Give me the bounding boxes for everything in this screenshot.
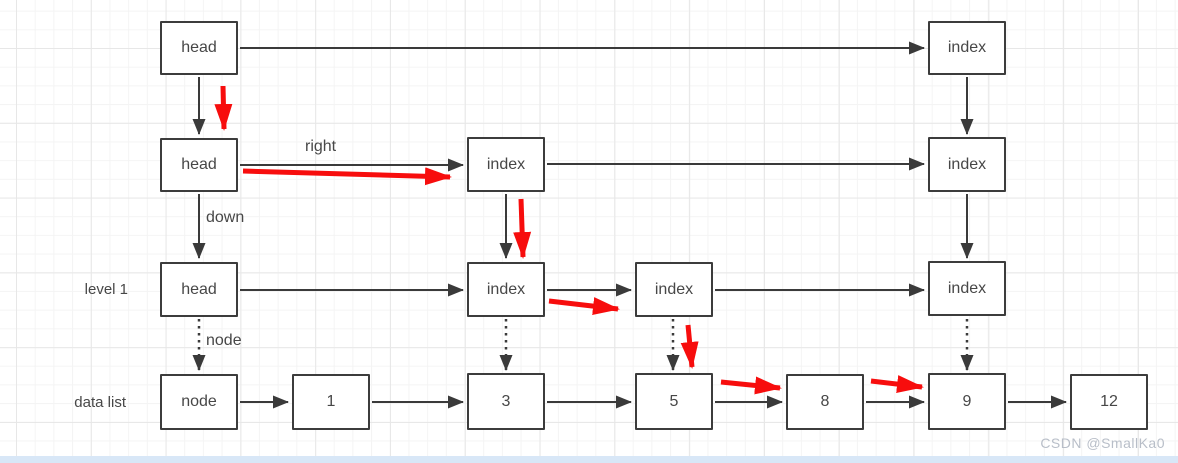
red-arrow-index-l1a-right: [548, 297, 620, 316]
box-label: 3: [501, 392, 511, 410]
box-index-l1-a: index: [467, 262, 545, 317]
box-label: 5: [669, 392, 679, 410]
edge-label-down: down: [206, 209, 245, 226]
bottom-scroll-strip: [0, 456, 1178, 463]
edge-label-node: node: [206, 332, 242, 349]
box-label: index: [486, 280, 526, 298]
box-index-mid-1: index: [467, 137, 545, 192]
box-data-9: 9: [928, 373, 1006, 430]
box-label: 1: [326, 393, 336, 410]
row-label-data-list: data list: [74, 394, 126, 411]
box-label: index: [947, 279, 987, 297]
box-head-top: head: [160, 21, 238, 75]
box-data-8: 8: [786, 374, 864, 430]
box-label: 8: [820, 393, 830, 410]
box-head-mid: head: [160, 138, 238, 192]
box-label: node: [181, 393, 217, 410]
box-data-1: 1: [292, 374, 370, 430]
box-label: 12: [1100, 393, 1118, 410]
box-label: head: [181, 280, 217, 298]
box-index-l1-b: index: [635, 262, 713, 317]
box-node-head: node: [160, 374, 238, 430]
box-label: 9: [962, 392, 972, 410]
box-label: index: [947, 155, 987, 173]
box-label: head: [181, 39, 217, 56]
red-arrow-head-mid-right: [242, 167, 452, 186]
red-arrow-index-mid1-down: [513, 198, 532, 259]
box-label: index: [947, 39, 987, 56]
box-index-top: index: [928, 21, 1006, 75]
box-data-3: 3: [467, 373, 545, 430]
red-arrow-5-to-8: [720, 376, 782, 395]
box-data-12: 12: [1070, 374, 1148, 430]
red-arrow-head-top-down: [214, 85, 233, 131]
red-arrow-8-to-9: [870, 375, 924, 394]
box-label: index: [486, 155, 526, 173]
box-index-l1-c: index: [928, 261, 1006, 316]
box-label: head: [181, 156, 217, 173]
red-arrow-index-l1b-down: [680, 324, 699, 369]
edge-label-right: right: [305, 138, 337, 155]
box-data-5: 5: [635, 373, 713, 430]
box-label: index: [654, 280, 694, 298]
watermark-text: CSDN @SmallKa0: [1040, 435, 1165, 451]
box-head-level1: head: [160, 262, 238, 317]
box-index-mid-2: index: [928, 137, 1006, 192]
row-label-level1: level 1: [84, 281, 128, 298]
